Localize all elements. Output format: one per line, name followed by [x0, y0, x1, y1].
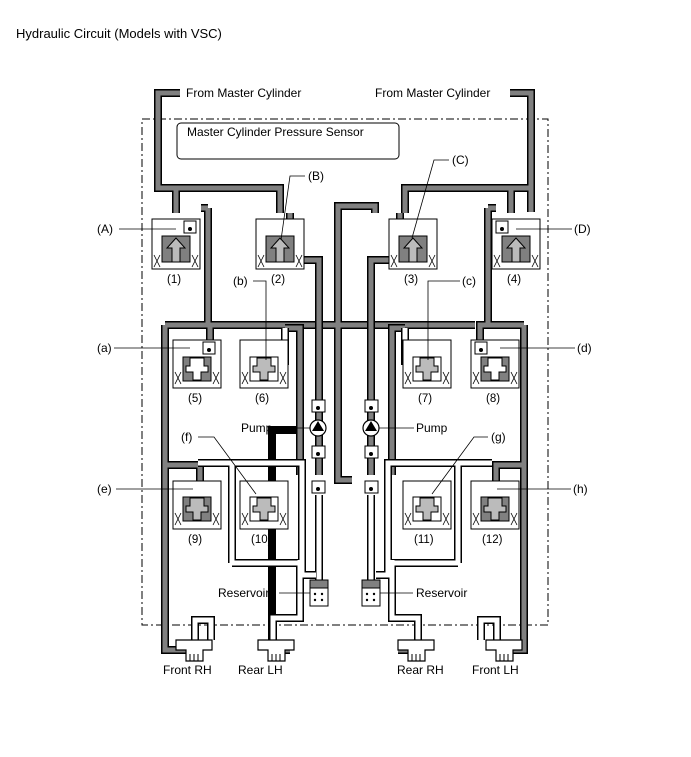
label-g: (g) — [491, 430, 506, 444]
valve-number-8: (8) — [486, 393, 500, 405]
wheel-label-front-lh: Front LH — [472, 663, 519, 677]
master-cylinder-label-left: From Master Cylinder — [186, 86, 301, 100]
label-c: (c) — [462, 274, 476, 288]
leader-lines — [114, 159, 575, 495]
wheel-label-front-rh: Front RH — [163, 663, 212, 677]
page-title: Hydraulic Circuit (Models with VSC) — [16, 26, 222, 41]
label-B: (B) — [308, 169, 324, 183]
valve-number-5: (5) — [188, 393, 202, 405]
pressure-sensor-box — [176, 122, 400, 160]
valve-number-1: (1) — [167, 274, 181, 286]
pump-left-icon — [309, 419, 327, 437]
valve-number-4: (4) — [507, 274, 521, 286]
label-D: (D) — [574, 222, 591, 236]
reservoir-left-icon — [309, 579, 329, 607]
valve-crosses — [153, 254, 539, 526]
valve-number-3: (3) — [404, 274, 418, 286]
valve-number-11: (11) — [414, 534, 434, 546]
pump-right-icon — [362, 419, 380, 437]
valve-number-7: (7) — [418, 393, 432, 405]
label-h: (h) — [573, 482, 588, 496]
actuator-boundary — [141, 118, 549, 626]
pump-label-left: Pump — [241, 421, 273, 435]
valve-pistons — [161, 235, 531, 522]
check-valve-balls — [188, 227, 504, 491]
wheel-pistons — [189, 654, 509, 661]
valve-number-2: (2) — [271, 274, 285, 286]
label-f: (f) — [181, 430, 192, 444]
label-e: (e) — [97, 482, 112, 496]
valve-number-12: (12) — [482, 534, 503, 546]
wheel-cylinders — [175, 639, 523, 662]
wheel-label-rear-rh: Rear RH — [397, 663, 444, 677]
valve-number-9: (9) — [188, 534, 202, 546]
return-pipes — [191, 328, 501, 650]
valve-number-10: (10) — [251, 534, 272, 546]
reservoir-label-right: Reservoir — [416, 586, 467, 600]
check-valves — [183, 220, 509, 494]
reservoir-right-icon — [361, 579, 381, 607]
pressure-sensor-label: Master Cylinder Pressure Sensor — [187, 125, 364, 139]
label-a: (a) — [97, 341, 112, 355]
label-A: (A) — [97, 222, 113, 236]
reservoir-label-left: Reservoir — [218, 586, 269, 600]
label-d: (d) — [577, 341, 592, 355]
wheel-label-rear-lh: Rear LH — [238, 663, 283, 677]
valve-number-6: (6) — [255, 393, 269, 405]
pump-label-right: Pump — [416, 421, 448, 435]
master-cylinder-label-right: From Master Cylinder — [375, 86, 490, 100]
label-b: (b) — [233, 274, 248, 288]
label-C: (C) — [452, 153, 469, 167]
